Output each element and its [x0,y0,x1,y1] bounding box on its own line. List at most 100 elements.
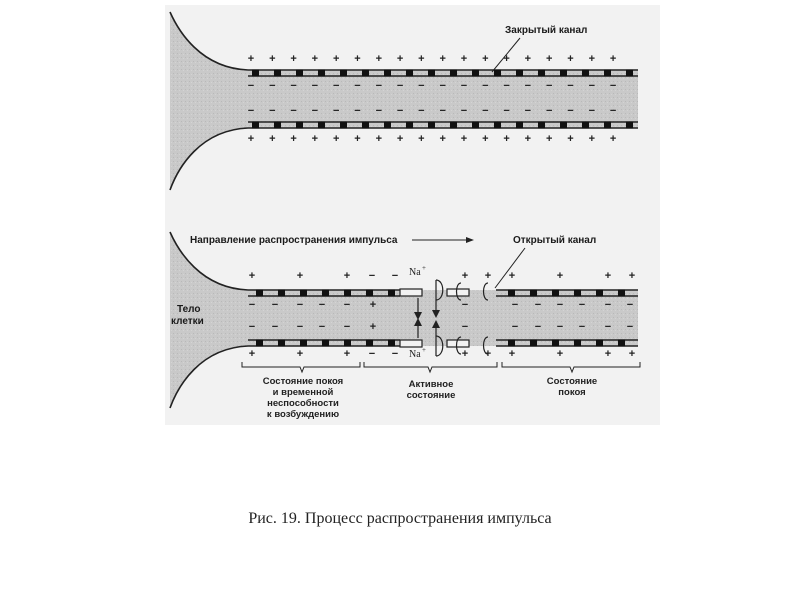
closed-channel [560,121,567,129]
closed-channel [626,69,633,77]
charge-plus: + [567,133,573,145]
charge-plus: + [589,53,595,65]
charge-plus: + [482,53,488,65]
closed-channel [278,339,285,347]
charge-plus: + [546,133,552,145]
charge-plus: + [249,270,255,282]
closed-channel [296,121,303,129]
svg-text:+: + [422,346,426,354]
top-membrane-upper [248,69,638,77]
label-closed-channel: Закрытый канал [505,25,587,36]
closed-channel [344,289,351,297]
closed-channel [278,289,285,297]
charge-minus: − [525,105,531,117]
charge-plus: + [546,53,552,65]
charge-minus: − [439,80,445,92]
charge-minus: − [369,348,375,360]
charge-minus: − [290,105,296,117]
charge-minus: − [344,299,350,311]
charge-minus: − [503,105,509,117]
charge-plus: + [525,133,531,145]
charge-plus: + [439,53,445,65]
charge-plus: + [290,133,296,145]
charge-minus: − [319,299,325,311]
charge-minus: − [461,80,467,92]
charge-plus: + [525,53,531,65]
charge-plus: + [605,348,611,360]
closed-channel [530,289,537,297]
charge-minus: − [376,105,382,117]
charge-plus: + [344,348,350,360]
svg-text:+: + [422,264,426,272]
charge-plus: + [482,133,488,145]
top-membrane-lower [248,121,638,129]
charge-minus: − [535,299,541,311]
charge-minus: − [579,299,585,311]
closed-channel [604,69,611,77]
top-cell-body-shape [170,12,638,190]
charge-plus: + [509,270,515,282]
charge-minus: − [546,105,552,117]
charge-minus: − [392,270,398,282]
charge-minus: − [249,321,255,333]
closed-channel [344,339,351,347]
closed-channel [596,289,603,297]
section-label-active: состояние [407,390,456,401]
closed-channel [494,69,501,77]
charge-plus: + [312,133,318,145]
closed-channel [362,69,369,77]
closed-channel [384,69,391,77]
charge-minus: − [319,321,325,333]
charge-plus: + [462,270,468,282]
charge-minus: − [397,105,403,117]
charge-minus: − [297,299,303,311]
section-label-rest-refractory: к возбуждению [267,409,339,420]
closed-channel [574,289,581,297]
section-label-rest-refractory: Состояние покоя [263,376,343,387]
closed-channel-pointer [491,37,521,73]
closed-channel [252,69,259,77]
charge-minus: − [269,105,275,117]
charge-minus: − [535,321,541,333]
closed-channel [256,289,263,297]
closed-channel [530,339,537,347]
charge-minus: − [272,321,278,333]
charge-minus: − [333,80,339,92]
charge-minus: − [461,105,467,117]
closed-channel [252,121,259,129]
charge-minus: − [482,80,488,92]
charge-minus: − [503,80,509,92]
charge-plus: + [370,321,376,333]
label-cell-body-line2: клетки [171,316,204,327]
charge-minus: − [249,299,255,311]
label-cell-body-line1: Тело [177,304,201,315]
label-direction: Направление распространения импульса [190,235,398,246]
charge-plus: + [509,348,515,360]
closed-channel [450,121,457,129]
charge-minus: − [248,105,254,117]
charge-minus: − [567,80,573,92]
closed-channel [582,69,589,77]
charge-minus: − [546,80,552,92]
charge-plus: + [269,133,275,145]
closed-channel [384,121,391,129]
closed-channel [618,339,625,347]
charge-minus: − [418,80,424,92]
closed-channel [388,339,395,347]
charge-plus: + [249,348,255,360]
charge-plus: + [418,133,424,145]
charge-plus: + [269,53,275,65]
closed-channel [428,121,435,129]
closed-channel [516,69,523,77]
closed-channel [340,69,347,77]
closed-channel [296,69,303,77]
closed-channel [472,121,479,129]
charge-minus: − [605,299,611,311]
charge-plus: + [376,133,382,145]
figure-background [165,5,660,425]
closed-channel [362,121,369,129]
section-label-rest-refractory: неспособности [267,398,339,409]
charge-minus: − [297,321,303,333]
charge-minus: − [354,105,360,117]
